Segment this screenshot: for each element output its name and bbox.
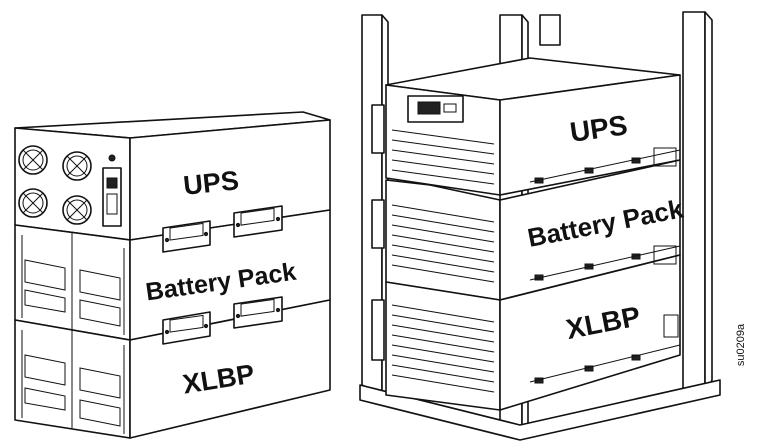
side-connector xyxy=(653,147,677,167)
handle-icon xyxy=(233,296,283,329)
ground-screw-icon xyxy=(108,154,116,162)
rear-connector-panel xyxy=(102,167,122,227)
rear-connector-slot xyxy=(106,193,118,215)
rack-base xyxy=(359,379,721,441)
handle-icon xyxy=(233,205,283,238)
rack-ear-bracket xyxy=(371,199,385,249)
fan-icon xyxy=(18,188,48,218)
rack-ear-bracket xyxy=(371,299,385,361)
rack-ear-bracket xyxy=(371,104,385,154)
rack-post-rear-right xyxy=(682,11,706,396)
fan-icon xyxy=(62,151,92,181)
lcd-screen xyxy=(417,101,441,115)
figure-code: su0209a xyxy=(735,323,747,366)
left-ups-label: UPS xyxy=(182,165,240,201)
left-stack: UPS Battery Pack XLBP xyxy=(14,111,331,439)
right-xlbp-front xyxy=(385,281,501,411)
handle-icon xyxy=(162,220,211,253)
right-xlbp-side xyxy=(499,254,681,411)
rack-post-rear-left xyxy=(539,14,561,46)
side-connector xyxy=(663,314,679,338)
right-rack: UPS Battery Pack XLBP xyxy=(359,11,721,441)
fan-icon xyxy=(18,145,48,175)
fan-icon xyxy=(62,195,92,225)
handle-icon xyxy=(162,311,211,345)
rear-connector-port xyxy=(106,177,118,189)
side-connector xyxy=(653,245,677,265)
